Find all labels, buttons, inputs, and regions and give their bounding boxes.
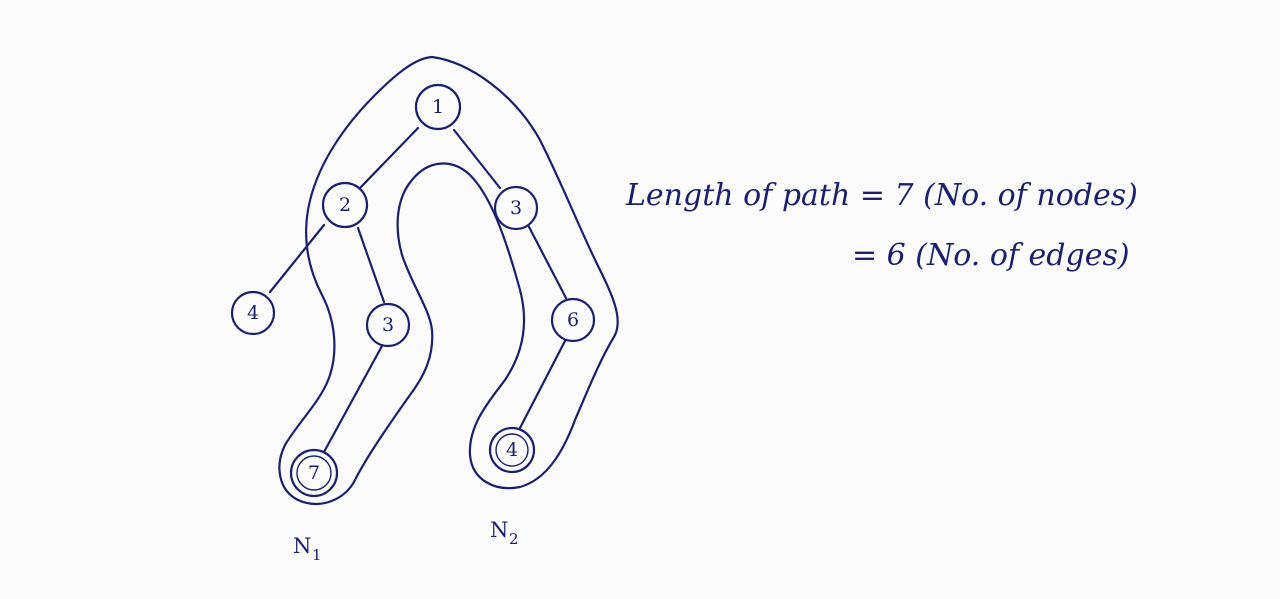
equation-line-2: = 6 (No. of edges) bbox=[852, 238, 1130, 273]
edge-2-3 bbox=[356, 226, 386, 304]
label-n1-letter: N bbox=[293, 534, 311, 558]
tree-node-4-left: 4 bbox=[230, 290, 276, 336]
tree-node-1: 1 bbox=[414, 83, 462, 131]
tree-node-3-right: 3 bbox=[493, 185, 539, 231]
edge-6-4 bbox=[518, 339, 567, 430]
svg-text:6: 6 bbox=[567, 309, 579, 331]
tree-node-2: 2 bbox=[321, 181, 369, 229]
tree-node-6: 6 bbox=[550, 297, 596, 343]
edge-1-3 bbox=[452, 128, 502, 190]
svg-text:1: 1 bbox=[432, 96, 444, 118]
label-n1: N 1 bbox=[293, 534, 322, 564]
edge-1-2 bbox=[358, 126, 420, 190]
tree-node-3-left: 3 bbox=[365, 302, 411, 348]
label-n1-sub: 1 bbox=[312, 546, 322, 564]
label-n2-sub: 2 bbox=[509, 530, 519, 548]
edge-2-4 bbox=[268, 223, 326, 294]
tree-node-4-right: 4 bbox=[488, 426, 536, 474]
svg-text:3: 3 bbox=[510, 197, 522, 219]
edge-3-7 bbox=[322, 344, 384, 454]
edge-3-6 bbox=[526, 223, 568, 300]
equation-line-1: Length of path = 7 (No. of nodes) bbox=[625, 178, 1138, 213]
svg-text:4: 4 bbox=[247, 302, 259, 324]
label-n2: N 2 bbox=[490, 518, 519, 548]
tree-node-7: 7 bbox=[289, 448, 339, 498]
path-highlight-outline bbox=[278, 55, 619, 505]
svg-text:3: 3 bbox=[382, 314, 394, 336]
label-n2-letter: N bbox=[490, 518, 508, 542]
svg-text:7: 7 bbox=[308, 462, 320, 484]
svg-text:4: 4 bbox=[506, 439, 518, 461]
svg-text:2: 2 bbox=[339, 194, 351, 216]
